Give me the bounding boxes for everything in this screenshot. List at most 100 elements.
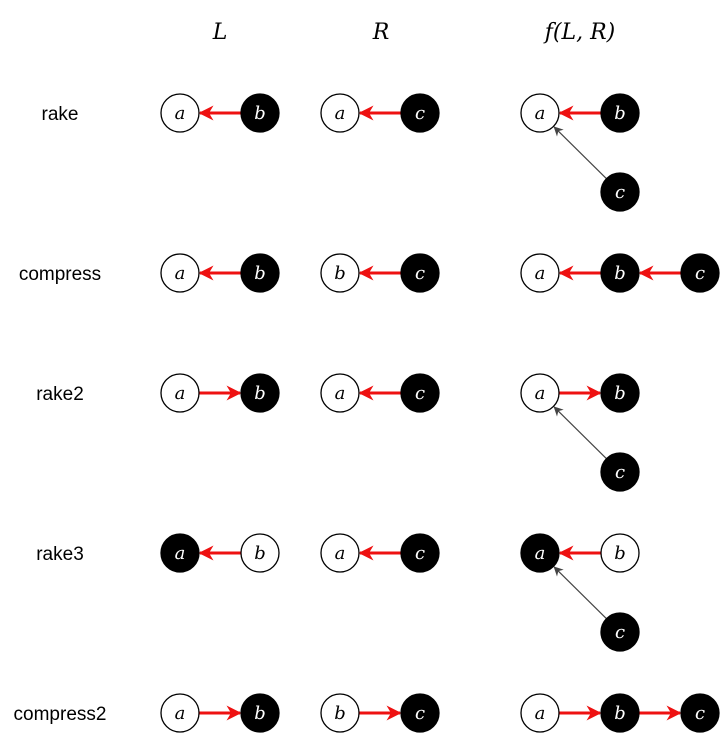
right-pair-node-b: b — [320, 693, 360, 733]
result-node-a: a — [520, 373, 560, 413]
result-edge-diagonal — [553, 406, 607, 460]
left-pair-node-b-circle — [240, 373, 280, 413]
row-label: compress — [19, 264, 101, 285]
right-pair-node-a-label: a — [335, 383, 346, 404]
result-node-b-label: b — [614, 263, 626, 284]
result-node-a-label: a — [535, 263, 546, 284]
left-pair-node-a-label: a — [175, 383, 186, 404]
right-pair-node-a-circle — [320, 533, 360, 573]
right-pair-node-a: a — [320, 93, 360, 133]
header-result: f(L, R) — [543, 20, 615, 45]
left-pair-node-b-circle — [240, 693, 280, 733]
right-pair-node-c: c — [400, 93, 440, 133]
result-node-c-label: c — [615, 182, 625, 203]
result-node-c-circle — [680, 693, 720, 733]
result-node-a-circle — [520, 253, 560, 293]
result-node-c-label: c — [615, 622, 625, 643]
row-label: rake2 — [36, 384, 84, 405]
result-node-b: b — [600, 93, 640, 133]
right-pair-node-a: a — [320, 533, 360, 573]
result-node-c: c — [600, 452, 640, 492]
left-pair-node-a-label: a — [175, 103, 186, 124]
left-pair-node-a-label: a — [175, 263, 186, 284]
result-node-a: a — [520, 533, 560, 573]
result-node-c-circle — [600, 612, 640, 652]
row-label: rake3 — [36, 544, 84, 565]
result-node-b-label: b — [614, 703, 626, 724]
left-pair-node-a-circle — [160, 693, 200, 733]
left-pair-node-a-circle — [160, 533, 200, 573]
result-node-a-label: a — [535, 543, 546, 564]
row-label: compress2 — [14, 704, 107, 725]
left-pair-node-b: b — [240, 533, 280, 573]
result-rake: a b c — [520, 373, 640, 492]
right-pair-node-c-circle — [400, 253, 440, 293]
result-edge-diagonal — [553, 566, 607, 620]
result-rake: a b c — [520, 93, 640, 212]
left-pair-node-a: a — [160, 373, 200, 413]
result-node-c: c — [600, 612, 640, 652]
right-pair-node-c-circle — [400, 373, 440, 413]
right-pair-node-c-label: c — [415, 263, 425, 284]
result-node-b-label: b — [614, 103, 626, 124]
result-node-a-circle — [520, 533, 560, 573]
left-pair-node-a-circle — [160, 93, 200, 133]
result-node-a-circle — [520, 93, 560, 133]
right-pair-node-c: c — [400, 253, 440, 293]
result-node-a-circle — [520, 373, 560, 413]
result-node-c: c — [600, 172, 640, 212]
result-node-a: a — [520, 693, 560, 733]
right-pair-node-b-circle — [320, 693, 360, 733]
result-node-b-circle — [600, 93, 640, 133]
row-rake3: rake3 a b a c a b c — [36, 533, 640, 652]
right-pair-node-c: c — [400, 693, 440, 733]
header-right: R — [372, 20, 390, 45]
right-pair-node-c-circle — [400, 533, 440, 573]
left-pair-node-b-label: b — [254, 383, 266, 404]
right-pair-node-a-circle — [320, 93, 360, 133]
result-node-b: b — [600, 533, 640, 573]
left-pair-node-a: a — [160, 533, 200, 573]
left-pair-node-a-circle — [160, 373, 200, 413]
left-pair-node-b-label: b — [254, 543, 266, 564]
right-pair-node-c: c — [400, 373, 440, 413]
right-pair-node-a-label: a — [335, 103, 346, 124]
result-node-b-circle — [600, 533, 640, 573]
result-node-c-label: c — [615, 462, 625, 483]
right-pair-node-a-label: a — [335, 543, 346, 564]
right-pair-node-c-label: c — [415, 383, 425, 404]
left-pair-node-b: b — [240, 693, 280, 733]
result-edge-diagonal — [553, 126, 607, 180]
right-pair-node-c-circle — [400, 693, 440, 733]
left-pair-node-b-label: b — [254, 263, 266, 284]
right-pair-node-c-label: c — [415, 543, 425, 564]
result-rake: a b c — [520, 533, 640, 652]
result-node-b-circle — [600, 693, 640, 733]
result-node-b-circle — [600, 373, 640, 413]
result-node-b: b — [600, 373, 640, 413]
right-pair-node-c: c — [400, 533, 440, 573]
right-pair-node-c-circle — [400, 93, 440, 133]
right-pair-node-a-circle — [320, 373, 360, 413]
right-pair-node-c-label: c — [415, 703, 425, 724]
result-node-c: c — [680, 253, 720, 293]
row-rake2: rake2 a b a c a b c — [36, 373, 640, 492]
result-node-a: a — [520, 93, 560, 133]
row-label: rake — [42, 104, 79, 125]
left-pair-node-b-circle — [240, 533, 280, 573]
left-pair-node-b-circle — [240, 93, 280, 133]
right-pair-node-b-circle — [320, 253, 360, 293]
left-pair-node-b-label: b — [254, 703, 266, 724]
left-pair-node-a: a — [160, 253, 200, 293]
result-node-c-label: c — [695, 263, 705, 284]
result-node-c-circle — [600, 452, 640, 492]
result-node-a-label: a — [535, 383, 546, 404]
left-pair-node-a-label: a — [175, 703, 186, 724]
result-node-b: b — [600, 253, 640, 293]
left-pair-node-a: a — [160, 93, 200, 133]
